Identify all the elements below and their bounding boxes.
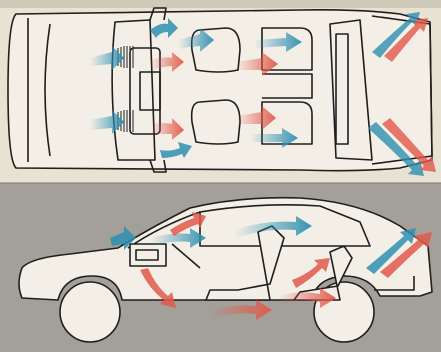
hvac-vent xyxy=(136,250,158,260)
front-wheel xyxy=(60,282,120,342)
top-view xyxy=(8,8,432,172)
top-panel-shade xyxy=(0,0,441,8)
car-top-outline xyxy=(8,10,432,171)
